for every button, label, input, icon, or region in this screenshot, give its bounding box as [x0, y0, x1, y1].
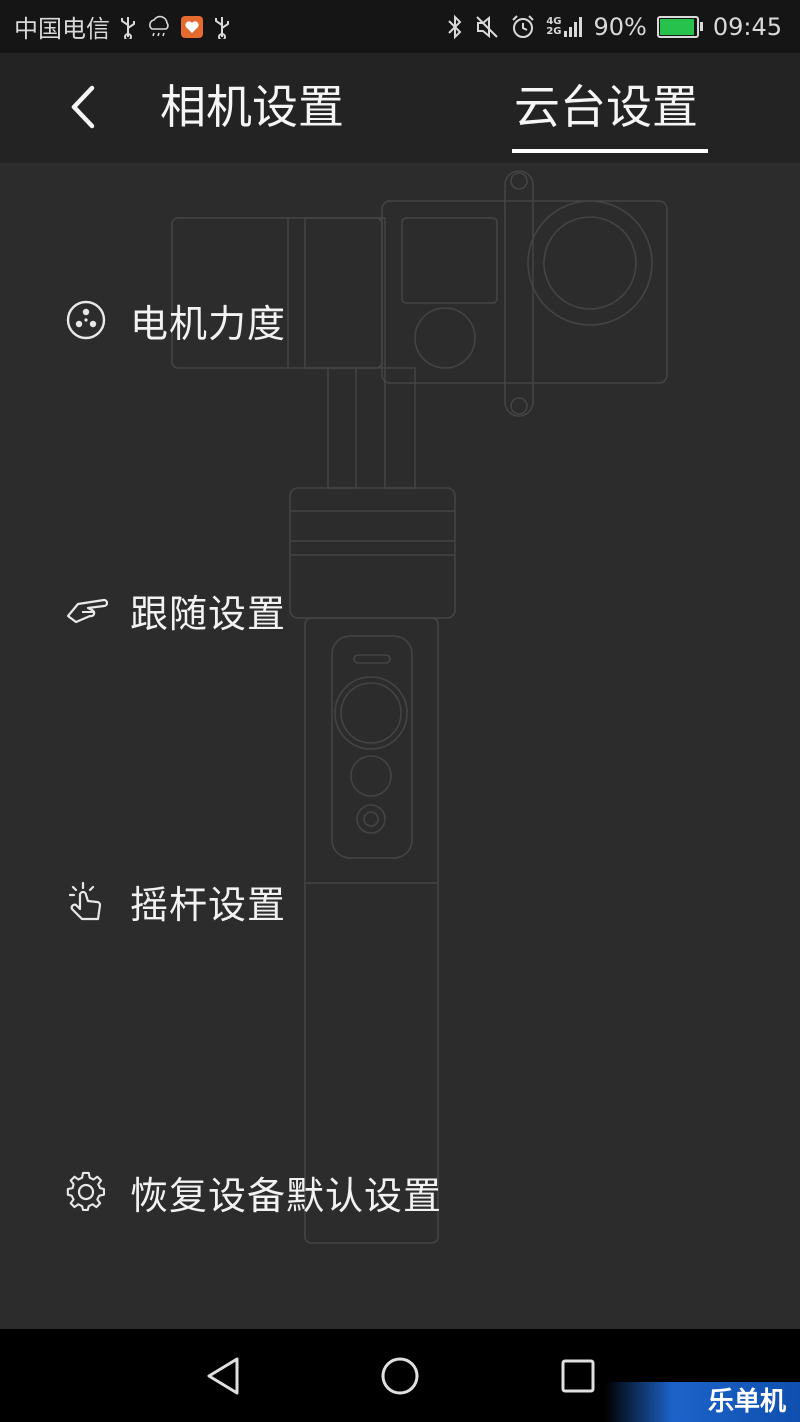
- weather-rain-icon: [146, 15, 172, 39]
- gear-icon: [64, 1170, 108, 1214]
- clock: 09:45: [712, 12, 782, 41]
- settings-list: 电机力度 跟随设置 摇杆设置 恢复设备默认设置: [0, 163, 800, 1329]
- nav-home-button[interactable]: [375, 1351, 425, 1401]
- nav-back-button[interactable]: [198, 1351, 248, 1401]
- top-app-bar: 相机设置 云台设置: [0, 53, 800, 163]
- menu-item-label: 跟随设置: [130, 591, 287, 636]
- tab-camera-settings[interactable]: 相机设置: [160, 80, 344, 134]
- menu-item-label: 摇杆设置: [130, 882, 287, 927]
- alarm-icon: [510, 14, 536, 40]
- triangle-back-icon: [207, 1357, 239, 1395]
- usb-icon: [212, 15, 232, 39]
- tap-hand-icon: [64, 879, 108, 923]
- menu-item-restore-defaults[interactable]: 恢复设备默认设置: [64, 1157, 442, 1227]
- battery-icon: [656, 15, 703, 38]
- square-recents-icon: [561, 1359, 595, 1393]
- back-button[interactable]: [58, 77, 108, 137]
- menu-item-label: 电机力度: [130, 301, 287, 346]
- follow-hand-icon: [64, 588, 108, 632]
- motor-icon: [64, 298, 108, 342]
- usb-icon: [118, 15, 138, 39]
- menu-item-motor-strength[interactable]: 电机力度: [64, 285, 286, 355]
- system-nav-bar: 乐单机: [0, 1329, 800, 1422]
- chevron-left-icon: [71, 85, 95, 129]
- menu-item-follow-settings[interactable]: 跟随设置: [64, 575, 286, 645]
- active-tab-indicator: [512, 149, 708, 153]
- menu-item-joystick-settings[interactable]: 摇杆设置: [64, 866, 286, 936]
- watermark-logo: 乐单机: [605, 1382, 800, 1422]
- bluetooth-icon: [446, 14, 464, 40]
- nav-recents-button[interactable]: [553, 1351, 603, 1401]
- circle-home-icon: [381, 1357, 419, 1395]
- battery-percent: 90%: [593, 12, 647, 41]
- gimbal-illustration: [171, 170, 668, 1244]
- tab-gimbal-settings[interactable]: 云台设置: [514, 80, 698, 134]
- carrier-name: 中国电信: [14, 15, 110, 43]
- health-app-icon: [180, 15, 204, 39]
- menu-item-label: 恢复设备默认设置: [130, 1173, 443, 1218]
- mute-icon: [474, 14, 500, 40]
